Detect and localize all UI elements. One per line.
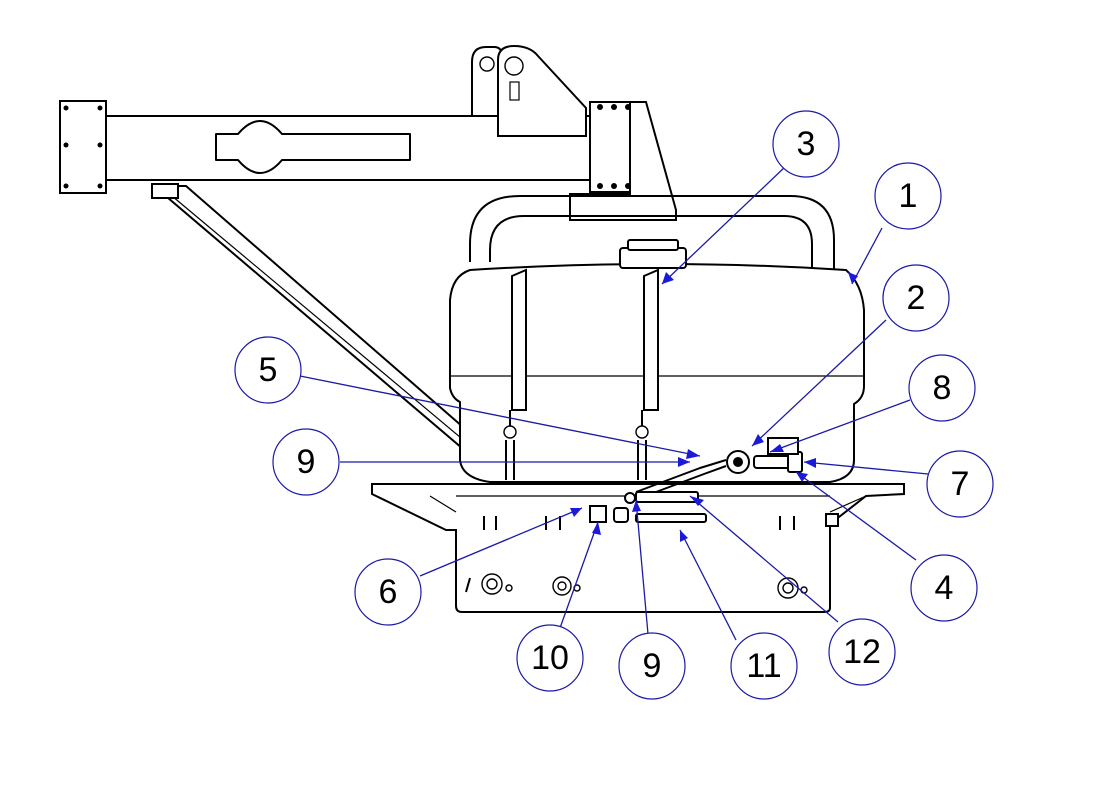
- leader-lines: [299, 165, 929, 641]
- callout-9-left: 9: [272, 428, 340, 496]
- arrowhead-4: [796, 472, 808, 482]
- arrowhead-6: [570, 508, 582, 517]
- callout-1-label: 1: [899, 177, 918, 215]
- callout-1: 1: [874, 162, 942, 230]
- callout-5: 5: [234, 336, 302, 404]
- leader-12: [689, 495, 839, 623]
- roll-hoop: [469, 195, 835, 482]
- callout-6: 6: [354, 558, 422, 626]
- arrowhead-9a: [678, 457, 690, 467]
- leader-5: [299, 375, 701, 457]
- arrowhead-12: [690, 496, 704, 506]
- callout-10-label: 10: [531, 639, 569, 677]
- arrowhead-2: [752, 434, 764, 446]
- callout-12-label: 12: [843, 633, 881, 671]
- callout-5-label: 5: [259, 351, 278, 389]
- arrowhead-9b: [632, 500, 641, 512]
- leader-7: [803, 461, 929, 475]
- tank-straps: [503, 268, 659, 480]
- callout-11: 11: [730, 632, 798, 700]
- arrowhead-11: [680, 530, 688, 542]
- callout-10: 10: [516, 624, 584, 692]
- callout-9-left-label: 9: [297, 443, 316, 481]
- callout-11-label: 11: [746, 647, 781, 685]
- leader-6: [419, 507, 583, 577]
- callouts: 1 2 3 4 5 6 7 8: [234, 110, 994, 700]
- callout-4-label: 4: [935, 569, 954, 607]
- frame-base: [371, 483, 905, 613]
- leader-3: [661, 165, 787, 285]
- leader-4: [795, 471, 917, 561]
- arrowheads: [570, 272, 858, 542]
- callout-9-bottom: 9: [618, 632, 686, 700]
- leader-1: [851, 227, 883, 285]
- callout-7: 7: [926, 450, 994, 518]
- callout-12: 12: [828, 618, 896, 686]
- arrowhead-5: [686, 449, 700, 459]
- arrowhead-1: [848, 272, 858, 284]
- arrowhead-10: [592, 522, 601, 535]
- leader-10: [559, 521, 599, 629]
- lift-bracket: [471, 44, 587, 137]
- callout-3: 3: [772, 110, 840, 178]
- callout-9-bottom-label: 9: [643, 647, 662, 685]
- callout-4: 4: [910, 554, 978, 622]
- arrowhead-3: [662, 272, 674, 284]
- callout-3-label: 3: [797, 125, 816, 163]
- machine-drawing: [59, 44, 905, 613]
- callout-7-label: 7: [951, 465, 970, 503]
- callout-8-label: 8: [933, 369, 952, 407]
- callout-2: 2: [882, 264, 950, 332]
- arrowhead-7: [804, 458, 816, 468]
- leader-9b: [635, 499, 649, 635]
- arrowhead-8: [770, 444, 784, 452]
- vertical-post: [569, 101, 677, 221]
- callout-8: 8: [908, 354, 976, 422]
- callout-6-label: 6: [379, 573, 398, 611]
- leader-11: [679, 529, 737, 641]
- leader-2: [751, 319, 887, 447]
- callout-2-label: 2: [907, 279, 926, 317]
- leader-8: [769, 399, 911, 453]
